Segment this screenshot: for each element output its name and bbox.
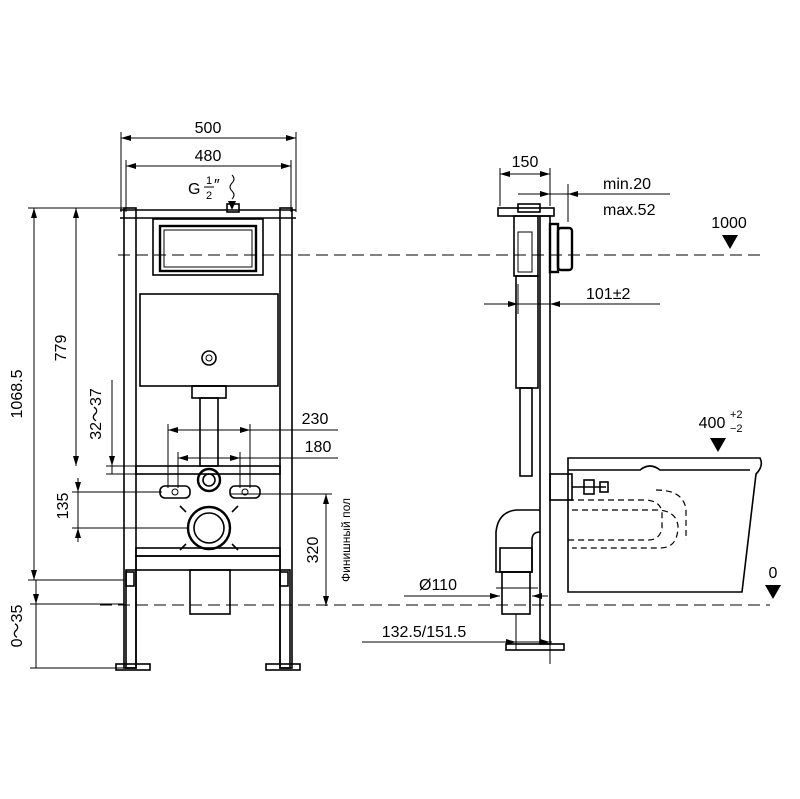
leg-range-label: 0～35: [9, 605, 26, 648]
spacing-outer-label: 230: [302, 411, 329, 428]
level-marker-zero: 0: [765, 565, 781, 599]
width-outer-label: 500: [195, 120, 222, 137]
height-studs-label: 135: [55, 493, 72, 520]
offset-label: 101±2: [586, 286, 630, 303]
seat-tol-plus: +2: [730, 409, 743, 421]
dimension-spacing-outer: 230: [167, 411, 338, 488]
height-total-label: 1068.5: [9, 369, 26, 418]
side-mounting-bolt: [549, 473, 609, 501]
dimension-height-studs: 135: [55, 478, 188, 542]
frame-crossbars: [135, 465, 281, 571]
frame-side-profile: [513, 215, 551, 645]
height-drain-label: 320: [305, 537, 322, 564]
drain-pipe: [189, 569, 231, 615]
dimension-height-button: 779: [53, 207, 124, 466]
finished-floor-label: Финишный пол: [339, 498, 353, 582]
side-view: 150 min.20 max.52: [362, 154, 781, 664]
height-button-label: 779: [53, 335, 70, 362]
level-zero-label: 0: [769, 565, 778, 582]
toilet-bowl-side: [567, 457, 763, 593]
seat-tol-minus: −2: [730, 423, 743, 435]
seat-height-label: 400: [699, 415, 726, 432]
front-view: 500 480 G 1 2 ″: [9, 120, 353, 671]
drain-outlet: [179, 505, 239, 551]
dimension-leg-range: 0～35: [9, 580, 124, 669]
dimension-pipe-diameter: Ø110: [404, 577, 548, 599]
svg-text:1: 1: [206, 175, 212, 187]
level-marker-1000: 1000: [711, 215, 747, 249]
cistern-tank: [139, 293, 279, 467]
range-side-label: 32～37: [88, 388, 105, 440]
dimension-depth: 150: [499, 154, 551, 206]
dimension-spacing-inner: 180: [177, 439, 338, 488]
side-foot: [505, 643, 565, 651]
drain-elbow: [495, 509, 541, 615]
seat-height-marker: 400 +2 −2: [699, 409, 743, 452]
level-lines: [100, 254, 770, 606]
dimension-pipe-distance: 132.5/151.5: [362, 614, 552, 664]
frame-feet: [115, 569, 301, 671]
dimension-wall-thickness: min.20 max.52: [518, 176, 670, 222]
level-top-label: 1000: [711, 215, 747, 232]
dimension-width-outer: 500: [120, 120, 297, 212]
wall-max-label: max.52: [603, 202, 656, 219]
top-wall-bracket: [497, 203, 555, 217]
dimension-offset: 101±2: [484, 284, 660, 314]
pipe-distance-label: 132.5/151.5: [382, 624, 467, 641]
width-inner-label: 480: [195, 148, 222, 165]
dimension-width-inner: 480: [125, 148, 292, 212]
svg-text:″: ″: [214, 177, 220, 194]
dimension-height-total: 1068.5: [9, 207, 124, 581]
depth-label: 150: [512, 154, 539, 171]
svg-text:G: G: [188, 181, 200, 198]
flush-plate-opening: [152, 218, 264, 276]
svg-text:2: 2: [206, 190, 212, 202]
dimension-height-drain: 320: [230, 493, 332, 606]
wall-min-label: min.20: [603, 176, 651, 193]
pipe-diameter-label: Ø110: [419, 577, 457, 594]
flush-button-side: [548, 222, 574, 274]
dimension-range-side: 32～37: [88, 380, 190, 475]
frame-uprights: [120, 203, 296, 669]
spacing-inner-label: 180: [305, 439, 332, 456]
water-connection: [196, 467, 222, 493]
water-inlet-label: G 1 2 ″: [188, 175, 220, 202]
